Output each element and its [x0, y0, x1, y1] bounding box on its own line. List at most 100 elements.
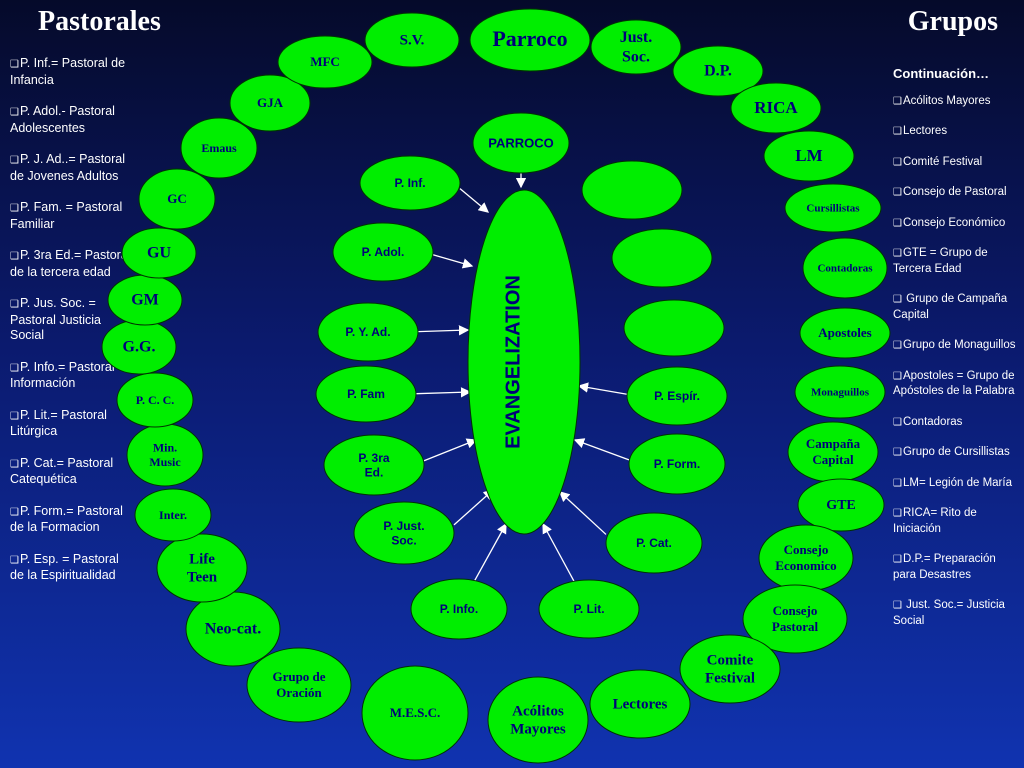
node-inter: Inter.	[134, 488, 212, 542]
grupo-legend-item: ❑Apostoles = Grupo de Apóstoles de la Pa…	[893, 369, 1021, 400]
pastoral-legend-item: ❑P. Esp. = Pastoral de la Espiritualidad	[10, 552, 135, 584]
node-ellipse	[469, 8, 591, 72]
grupo-legend-item: ❑Grupo de Monaguillos	[893, 338, 1021, 354]
node-label: P. Cat.	[636, 536, 672, 550]
node-parroco: Parroco	[469, 8, 591, 72]
pastoral-legend-item: ❑P. Fam. = Pastoral Familiar	[10, 200, 135, 232]
node-gte: GTE	[797, 478, 885, 532]
node-label: Apostoles	[818, 325, 871, 340]
grupo-legend-item: ❑Consejo de Pastoral	[893, 185, 1021, 201]
node-label: M.E.S.C.	[390, 705, 441, 720]
node-blank-3	[581, 160, 683, 220]
checkbox-bullet-icon: ❑	[893, 508, 902, 519]
checkbox-bullet-icon: ❑	[893, 600, 902, 611]
node-ellipse	[277, 35, 373, 89]
checkbox-bullet-icon: ❑	[893, 370, 902, 382]
arrow-p-form	[573, 438, 630, 461]
pastoral-legend-item: ❑P. Adol.- Pastoral Adolescentes	[10, 104, 135, 136]
node-ellipse	[156, 533, 248, 603]
node-mesc: M.E.S.C.	[361, 665, 469, 761]
node-label: GJA	[257, 95, 284, 110]
node-label: Parroco	[492, 26, 567, 51]
node-ellipse	[359, 155, 461, 211]
node-p-cat: P. Cat.	[605, 512, 703, 574]
node-label: Soc.	[622, 48, 650, 65]
node-ellipse	[180, 117, 258, 179]
pastoral-legend-text: P. Form.= Pastoral de la Formacion	[10, 503, 123, 535]
node-ellipse	[794, 365, 886, 419]
node-ellipse	[317, 302, 419, 362]
node-label: P. Lit.	[573, 602, 604, 616]
node-gu: GU	[121, 227, 197, 279]
grupo-legend-item: ❑Lectores	[893, 124, 1021, 140]
node-label: P. C. C.	[136, 393, 175, 407]
node-label: Consejo	[773, 603, 818, 618]
node-label: Just.	[620, 29, 652, 46]
node-label: GTE	[826, 498, 856, 513]
node-label: Life	[189, 551, 215, 567]
grupo-legend-text: Grupo de Campaña Capital	[893, 293, 1008, 321]
node-ellipse	[763, 130, 855, 182]
node-ellipse	[353, 501, 455, 565]
node-label: Emaus	[201, 141, 237, 155]
pastoral-legend-text: P. Jus. Soc. = Pastoral Justicia Social	[10, 296, 102, 342]
checkbox-bullet-icon: ❑	[10, 362, 19, 374]
grupo-legend-text: LM= Legión de María	[902, 476, 1012, 489]
arrow-p-just-soc	[453, 489, 494, 526]
node-label: P. Inf.	[394, 176, 425, 190]
node-ellipse	[590, 19, 682, 75]
checkbox-bullet-icon: ❑	[10, 107, 19, 118]
node-label: LM	[795, 146, 822, 165]
node-label: Inter.	[159, 508, 187, 522]
title-grupos: Grupos	[907, 6, 998, 37]
pastoral-legend-item: ❑P. Cat.= Pastoral Catequética	[10, 456, 135, 488]
node-label: P. Y. Ad.	[345, 325, 390, 339]
node-ellipse	[332, 222, 434, 282]
grupo-legend-item: ❑LM= Legión de María	[893, 476, 1021, 492]
node-label: P. 3ra	[358, 451, 389, 465]
grupo-legend-item: ❑D.P.= Preparación para Desastres	[893, 552, 1021, 583]
node-label: Lectores	[613, 696, 668, 712]
grupo-legend-text: Contadoras	[902, 415, 963, 428]
node-ellipse	[628, 433, 726, 495]
grupo-legend-item: ❑ Just. Soc.= Justicia Social	[893, 598, 1021, 629]
node-ellipse	[730, 82, 822, 134]
evangelization-label: EVANGELIZATION	[502, 275, 524, 449]
pastorales-legend: ❑P. Inf.= Pastoral de Infancia❑P. Adol.-…	[10, 56, 135, 600]
node-gja: GJA	[229, 74, 311, 132]
node-p-info: P. Info.	[410, 578, 508, 640]
node-neo-cat: Neo-cat.	[185, 591, 281, 667]
arrow-p-fam	[415, 387, 472, 398]
node-ellipse	[246, 647, 352, 723]
node-label: Teen	[187, 569, 218, 585]
checkbox-bullet-icon: ❑	[893, 447, 902, 458]
node-emaus: Emaus	[180, 117, 258, 179]
node-label: G.G.	[123, 339, 156, 356]
node-ellipse	[623, 299, 725, 357]
node-ellipse	[797, 478, 885, 532]
node-gm: GM	[107, 274, 183, 326]
node-dp: D.P.	[672, 45, 764, 97]
node-p-espir: P. Espír.	[626, 366, 728, 426]
node-p-lit: P. Lit.	[538, 579, 640, 639]
title-pastorales: Pastorales	[38, 6, 161, 37]
grupo-legend-text: Consejo Económico	[902, 216, 1006, 229]
checkbox-bullet-icon: ❑	[893, 248, 902, 259]
pastoral-legend-text: P. 3ra Ed.= Pastoral de la tercera edad	[10, 248, 131, 279]
node-ellipse	[121, 227, 197, 279]
arrow-p-espir	[577, 382, 628, 395]
grupo-legend-item: ❑RICA= Rito de Iniciación	[893, 506, 1021, 537]
node-label: Economico	[775, 558, 836, 573]
arrow-p-3ra-ed	[423, 438, 478, 462]
node-lectores: Lectores	[589, 669, 691, 739]
node-ellipse	[626, 366, 728, 426]
node-evangelization: EVANGELIZATION	[467, 189, 581, 535]
node-label: P. Form.	[654, 457, 700, 471]
checkbox-bullet-icon: ❑	[893, 95, 902, 107]
grupo-legend-text: Consejo de Pastoral	[902, 186, 1007, 198]
pastoral-legend-item: ❑P. Jus. Soc. = Pastoral Justicia Social	[10, 296, 135, 344]
